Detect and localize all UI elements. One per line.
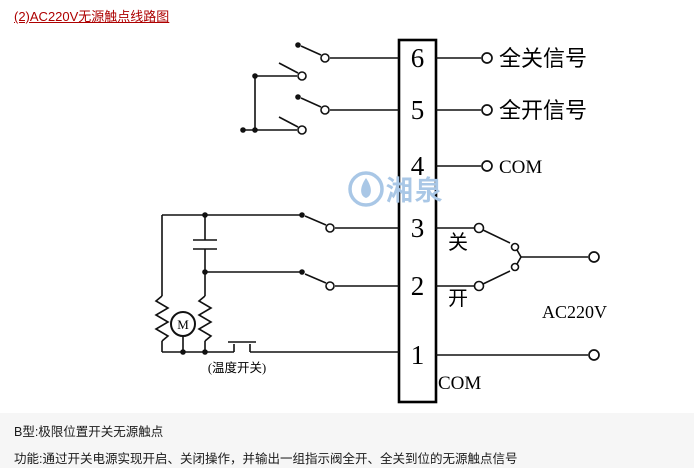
junction-dots — [180, 42, 305, 355]
label-fully-closed-signal: 全关信号 — [499, 46, 587, 71]
wiring — [154, 45, 588, 356]
switch-pivot-icon — [473, 222, 485, 234]
junction-dot-icon — [202, 269, 208, 275]
motor-symbol: M — [170, 311, 196, 337]
junction-dot-icon — [252, 127, 258, 133]
changeover-contact-icon — [510, 242, 520, 252]
footer: B型:极限位置开关无源触点 功能:通过开关电源实现开启、关闭操作，并输出一组指示… — [0, 413, 694, 468]
page-title: (2)AC220V无源触点线路图 — [14, 9, 170, 24]
signal-terminal-icon — [481, 160, 493, 172]
power-terminal-icon — [588, 251, 600, 263]
switch-pivot-icon — [297, 71, 307, 81]
terminal-number-2: 2 — [411, 271, 425, 301]
motor-winding-zigzag-left-icon — [154, 295, 170, 342]
footer-function-line: 功能:通过开关电源实现开启、关闭操作，并输出一组指示阀全开、全关到位的无源触点信… — [14, 452, 518, 466]
watermark-logo-icon — [348, 171, 384, 207]
terminal-number-4: 4 — [411, 151, 425, 181]
junction-dot-icon — [252, 73, 258, 79]
watermark-logo-drop-icon — [361, 178, 371, 198]
watermark: 湘泉 — [348, 171, 444, 207]
switch-pivot-circles — [297, 53, 520, 292]
terminal-circles — [481, 52, 600, 361]
power-terminal-icon — [588, 349, 600, 361]
terminal-block-outline — [397, 38, 438, 404]
motor-winding-zigzag-right-icon — [197, 295, 213, 342]
watermark-text: 湘泉 — [386, 175, 444, 206]
label-fully-open-signal: 全开信号 — [499, 98, 587, 123]
switch-pivot-icon — [325, 223, 335, 233]
junction-dot-icon — [295, 94, 301, 100]
switch-pivot-icon — [297, 125, 307, 135]
junction-dot-icon — [240, 127, 246, 133]
wire-segments — [161, 57, 588, 356]
switch-pivot-icon — [320, 53, 330, 63]
switch-blades — [278, 45, 522, 285]
label-temperature-switch: (温度开关) — [208, 360, 266, 375]
changeover-contact-icon — [510, 262, 520, 272]
switch-pivot-icon — [320, 105, 330, 115]
junction-dot-icon — [299, 269, 305, 275]
junction-dot-icon — [295, 42, 301, 48]
junction-dot-icon — [299, 212, 305, 218]
motor-circle-icon — [170, 311, 196, 337]
label-ac220v: AC220V — [542, 302, 607, 322]
label-com-bottom: COM — [438, 373, 481, 394]
junction-dot-icon — [202, 349, 208, 355]
terminal-block: 6 5 4 3 2 1 — [397, 38, 438, 404]
signal-terminal-icon — [481, 52, 493, 64]
terminal-number-3: 3 — [411, 213, 425, 243]
motor-label: M — [177, 317, 189, 332]
switch-pivot-icon — [325, 281, 335, 291]
terminal-number-5: 5 — [411, 95, 425, 125]
label-com-top: COM — [499, 157, 542, 178]
signal-terminal-icon — [481, 104, 493, 116]
label-open: 开 — [448, 288, 468, 310]
junction-dot-icon — [202, 212, 208, 218]
junction-dot-icon — [180, 349, 186, 355]
terminal-number-1: 1 — [411, 340, 425, 370]
switch-pivot-icon — [473, 280, 485, 292]
footer-type-line: B型:极限位置开关无源触点 — [14, 425, 164, 439]
label-close: 关 — [448, 231, 468, 254]
terminal-number-6: 6 — [411, 43, 425, 73]
